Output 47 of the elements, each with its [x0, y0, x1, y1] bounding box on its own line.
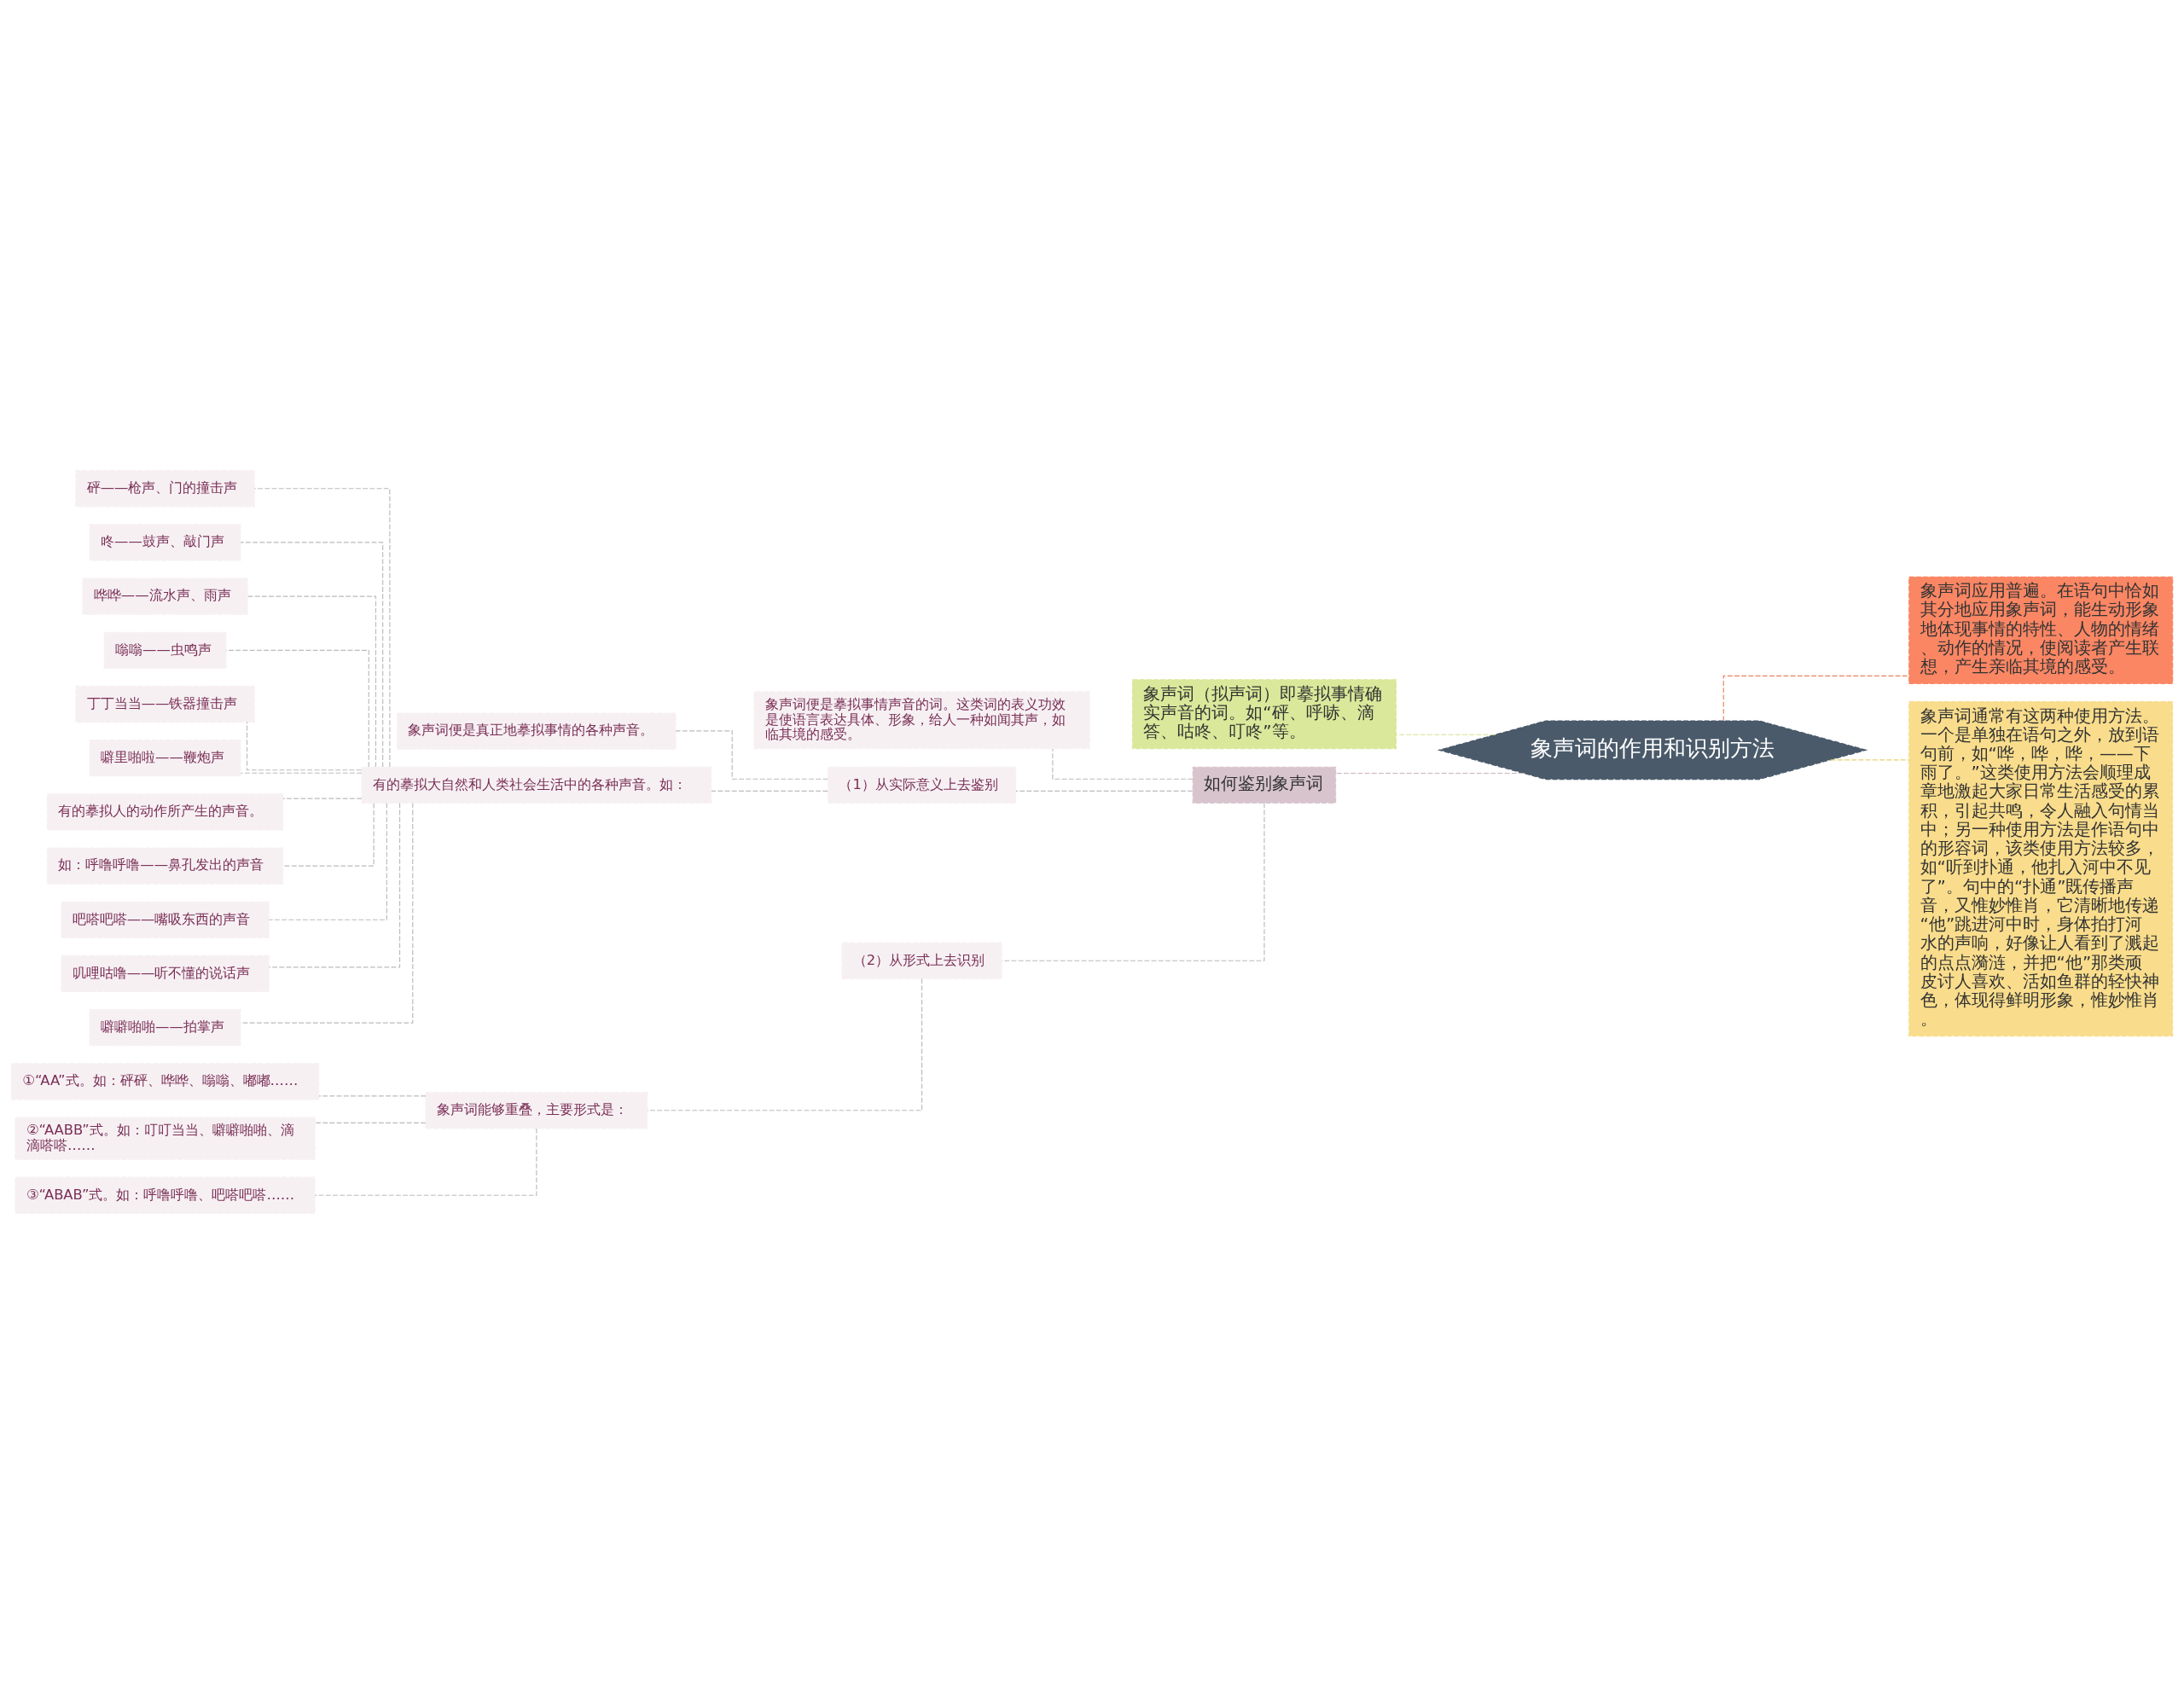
connector [240, 772, 363, 774]
node-box: 丁丁当当——铁器撞击声 [75, 685, 255, 723]
connector [314, 1127, 537, 1196]
node-box: ③“ABAB”式。如：呼噜呼噜、吧嗒吧嗒…… [15, 1176, 316, 1214]
connector [268, 802, 401, 967]
connector [1722, 675, 1910, 722]
connector [711, 790, 828, 792]
node-box: 象声词便是真正地摹拟事情的各种声音。 [397, 711, 677, 750]
node-box: 有的摹拟人的动作所产生的声音。 [46, 792, 284, 831]
node-box: 如：呼噜呼噜——鼻孔发出的声音 [46, 846, 284, 885]
connector [1002, 802, 1265, 961]
node-box: 象声词便是摹拟事情声音的词。这类词的表义功效是使语言表达具体、形象，给人一种如闻其声，如临其境的感受。 [753, 690, 1090, 749]
connector [247, 595, 377, 768]
connector [246, 721, 363, 770]
node-box: ②“AABB”式。如：叮叮当当、噼噼啪啪、滴滴嗒嗒…… [15, 1116, 316, 1160]
connector [268, 802, 387, 920]
node-box: 噼里啪啦——鞭炮声 [89, 739, 241, 776]
connector [253, 487, 391, 768]
node-box: （1）从实际意义上去鉴别 [828, 766, 1017, 804]
node-box: 叽哩咕噜——听不懂的说话声 [61, 955, 270, 992]
connector [240, 802, 414, 1024]
connector [675, 729, 828, 780]
connector [240, 541, 384, 767]
node-box: 象声词能够重叠，主要形式是： [425, 1091, 648, 1129]
connector [314, 1122, 427, 1123]
node-box: 砰——枪声、门的撞击声 [75, 469, 255, 507]
node-box: ①“AA”式。如：砰砰、哗哗、嗡嗡、嘟嘟…… [10, 1062, 320, 1100]
connector [225, 649, 369, 768]
node-box: 象声词通常有这两种使用方法。一个是单独在语句之外，放到语句前，如“哗，哗，哗，——下雨了。”这类使用方法会顺理成章地激起大家日常生活感受的累积，引起共鸣，令人融入句情当中；另一种使用方法是作语句中的形容词，该类使用方法较多，如“听到扑通，他扎入河中不见了”。句中的“扑通”既传播声音，又惟妙惟肖，它清晰地传递“他”跳进河中时，身体拍打河水的声响，好像让人看到了溅起的点点漪涟，并把“他”那类顽皮讨人喜欢、活如鱼群的轻快神色，体现得鲜明形象，惟妙惟肖。 [1908, 700, 2174, 1036]
connector [1395, 734, 1496, 735]
connector [1015, 790, 1194, 792]
connector [282, 802, 375, 867]
connector [282, 798, 363, 799]
node-box: 哗哗——流水声、雨声 [82, 577, 248, 615]
connector [318, 1094, 427, 1096]
node-box: 象声词（拟声词）即摹拟事情确实声音的词。如“砰、呼哧、滴答、咕咚、叮咚”等。 [1131, 678, 1397, 749]
connector [1335, 772, 1525, 774]
node-box: 吧嗒吧嗒——嘴吸东西的声音 [61, 901, 270, 938]
node-box: 咚——鼓声、敲门声 [89, 523, 241, 561]
node-box: 嗡嗡——虫鸣声 [103, 631, 227, 669]
node-box: 有的摹拟大自然和人类社会生活中的各种声音。如： [361, 766, 712, 804]
node-box: 象声词应用普遍。在语句中恰如其分地应用象声词，能生动形象地体现事情的特性、人物的情绪、动作的情况，使阅读者产生联想，产生亲临其境的感受。 [1908, 576, 2174, 684]
connector [1830, 758, 1910, 760]
connector [647, 978, 923, 1111]
node-box: 如何鉴别象声词 [1192, 766, 1337, 804]
node-box: （2）从形式上去识别 [841, 942, 1002, 979]
connector [1052, 747, 1194, 780]
